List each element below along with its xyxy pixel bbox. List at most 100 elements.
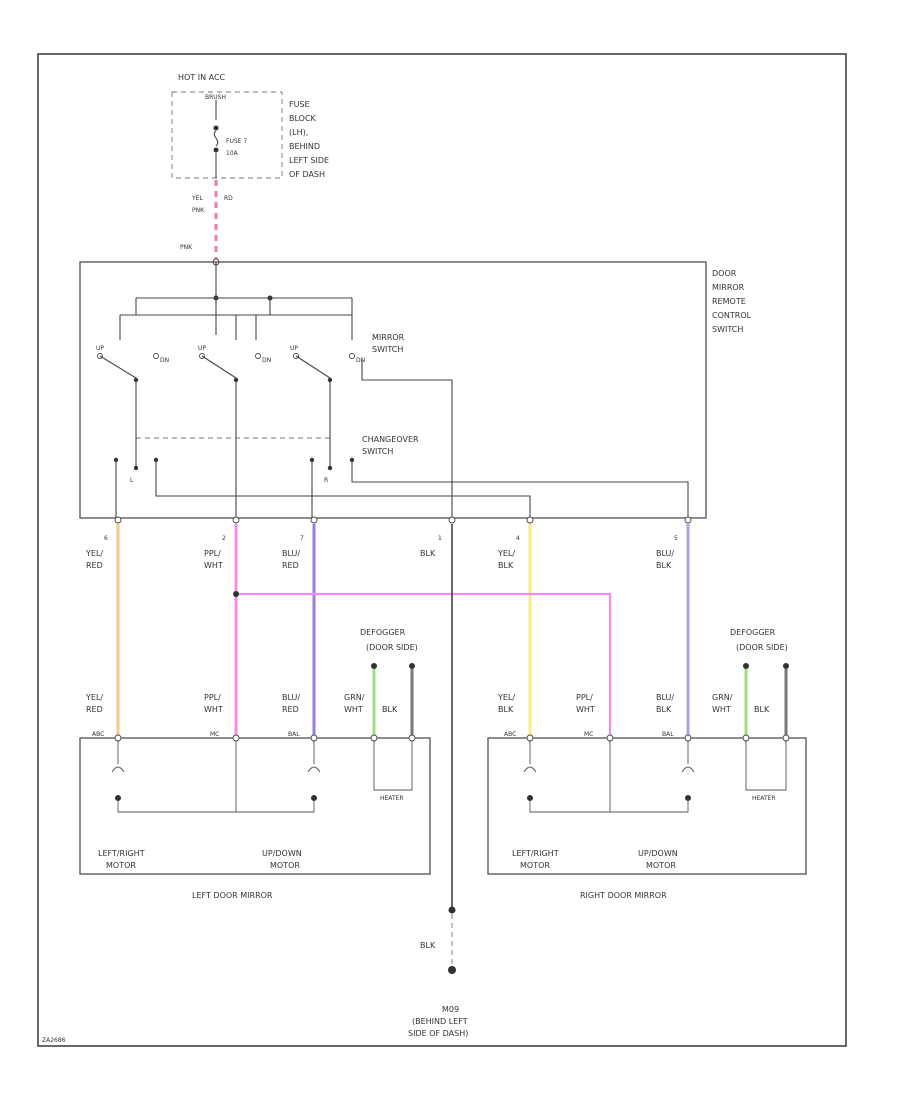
ground-label: SIDE OF DASH) [408,1029,468,1038]
pin-number: 6 [104,535,108,542]
contact-label: DN [356,357,365,364]
wire-code: RED [282,705,299,714]
wire-code: BLU/ [282,549,300,558]
fuse-name: FUSE 7 [226,138,247,145]
output-pin-7: 7 BLU/ RED [282,516,318,570]
mirror-switch-element: UP DN [290,345,365,432]
ground-point: BLK M09 (BEHIND LEFT SIDE OF DASH) [408,906,468,1038]
motor-label: MOTOR [106,861,136,870]
wire-code: GRN/ [712,693,733,702]
right-door-mirror: YEL/ BLK PPL/ WHT BLU/ BLK ABC MC BAL HE… [487,693,807,900]
fuse-block-description: FUSE BLOCK (LH), BEHIND LEFT SIDE OF DAS… [289,100,329,179]
wire-code: WHT [344,705,363,714]
defogger-sub: (DOOR SIDE) [736,643,788,652]
fuse-block: HOT IN ACC BRUSH FUSE 7 10A FUSE BLOCK (… [171,73,329,179]
feed-wire-code: RD [224,195,233,202]
fuse-desc-line: FUSE [289,100,310,109]
wire-code: PPL/ [576,693,593,702]
fuse-desc-line: LEFT SIDE [289,156,329,165]
wire-code: BLK [656,705,672,714]
feed-wire-color: YEL [191,195,203,202]
wire-code: RED [282,561,299,570]
wire-code: YEL/ [85,549,103,558]
hot-label: HOT IN ACC [178,73,226,82]
wire-code: BLK [656,561,672,570]
output-pin-4: 4 YEL/ BLK [497,516,534,570]
wire-ppl-wht-crossover [236,592,612,738]
mirror-switch-label: MIRROR SWITCH [372,333,405,354]
motor-label: LEFT/RIGHT [512,849,559,858]
diagram-code: ZA2686 [42,1037,66,1044]
switch-assembly-name: DOOR MIRROR REMOTE CONTROL SWITCH [712,269,752,334]
wire-code: WHT [712,705,731,714]
wire-code: YEL/ [497,549,515,558]
fuse-desc-line: BEHIND [289,142,320,151]
changeover-title: CHANGEOVER [362,435,419,444]
fuse-desc-line: OF DASH [289,170,325,179]
mirror-switch-element: UP DN [96,345,169,432]
wire-code: YEL/ [85,693,103,702]
changeover-switch: L R [113,432,355,484]
wire-code: BLU/ [656,549,674,558]
ground-label: (BEHIND LEFT [412,1017,468,1026]
wire-code: BLU/ [282,693,300,702]
motor-label: MOTOR [270,861,300,870]
mirror-pin: MC [584,731,593,738]
feed-wire-color2: PNK [192,207,205,214]
pin-number: 1 [438,535,442,542]
changeover-title: SWITCH [362,447,393,456]
switch-input-pin: PNK [180,244,193,251]
motor-label: LEFT/RIGHT [98,849,145,858]
wire-code: BLK [420,549,436,558]
defogger-title: DEFOGGER [360,628,406,637]
ground-label: M09 [442,1005,459,1014]
mirror-switch-title: MIRROR [372,333,405,342]
wire-code: WHT [576,705,595,714]
switch-name-line: REMOTE [712,297,746,306]
mirror-switch-element: UP DN [198,345,271,518]
wire-code: RED [86,561,103,570]
contact-label: DN [160,357,169,364]
left-defogger: DEFOGGER (DOOR SIDE) GRN/ WHT BLK [344,628,418,738]
changeover-pos-right: R [324,477,328,484]
heater-label: HEATER [752,795,776,802]
changeover-switch-label: CHANGEOVER SWITCH [362,435,419,456]
fuse-desc-line: (LH), [289,128,308,137]
mirror-pin: BAL [288,731,300,738]
heater-label: HEATER [380,795,404,802]
fuse-desc-line: BLOCK [289,114,317,123]
wire-code: BLK [498,705,514,714]
wire-code: PPL/ [204,549,221,558]
switch-name-line: MIRROR [712,283,745,292]
wire-code: BLK [498,561,514,570]
wire-code: GRN/ [344,693,365,702]
switch-assembly-box [79,261,707,519]
motor-label: UP/DOWN [262,849,302,858]
wire-code: WHT [204,561,223,570]
changeover-pos-left: L [130,477,134,484]
mirror-name: LEFT DOOR MIRROR [192,891,273,900]
output-pin-6: 6 YEL/ RED [85,516,122,570]
defogger-title: DEFOGGER [730,628,776,637]
motor-label: MOTOR [646,861,676,870]
switch-name-line: SWITCH [712,325,743,334]
pin-number: 5 [674,535,678,542]
switch-name-line: CONTROL [712,311,752,320]
outer-frame [37,53,847,1047]
mirror-name: RIGHT DOOR MIRROR [580,891,667,900]
wire-code: BLK [754,705,770,714]
mirror-pin: ABC [504,731,516,738]
left-door-mirror: YEL/ RED PPL/ WHT BLU/ RED ABC MC BAL HE… [79,693,431,900]
output-pin-1: 1 BLK [420,516,456,558]
contact-label: DN [262,357,271,364]
mirror-switch-title: SWITCH [372,345,403,354]
output-pin-5: 5 BLU/ BLK [656,516,692,570]
right-defogger: DEFOGGER (DOOR SIDE) GRN/ WHT BLK [712,628,789,738]
motor-label: MOTOR [520,861,550,870]
wire-code: BLU/ [656,693,674,702]
contact-label: UP [290,345,298,352]
wire-code: RED [86,705,103,714]
pin-number: 7 [300,535,304,542]
mirror-pin: BAL [662,731,674,738]
